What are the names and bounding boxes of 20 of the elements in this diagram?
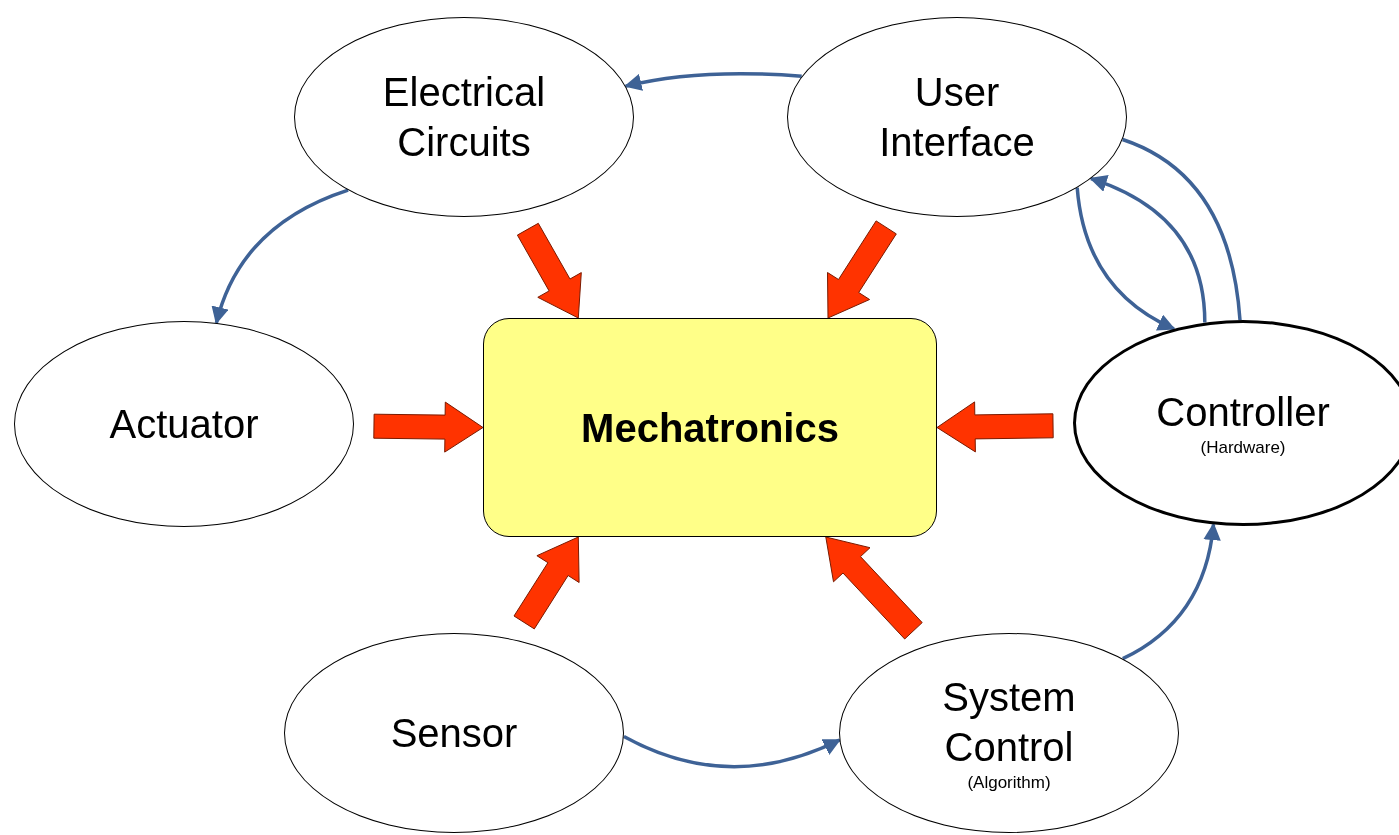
block-arrow [936,401,1054,453]
arrow [1075,187,1176,331]
block-arrow [373,401,484,453]
node-title: User Interface [878,69,1036,166]
node-title: Actuator [109,401,259,448]
block-arrow [516,222,582,319]
node-title: System Control [941,674,1077,772]
node-title: Controller [1156,389,1330,437]
connector-line [1121,137,1242,321]
node-title: Mechatronics [581,404,839,452]
block-arrow [513,536,580,630]
block-arrow [827,220,897,319]
arrow [623,734,841,769]
node-title: Sensor [390,710,518,757]
concept-box [483,318,937,537]
node-title: Electrical Circuits [381,69,547,166]
arrow [624,71,802,92]
node-subtitle: (Algorithm) [967,772,1051,794]
block-arrow [825,536,923,640]
node-subtitle: (Hardware) [1200,437,1286,459]
